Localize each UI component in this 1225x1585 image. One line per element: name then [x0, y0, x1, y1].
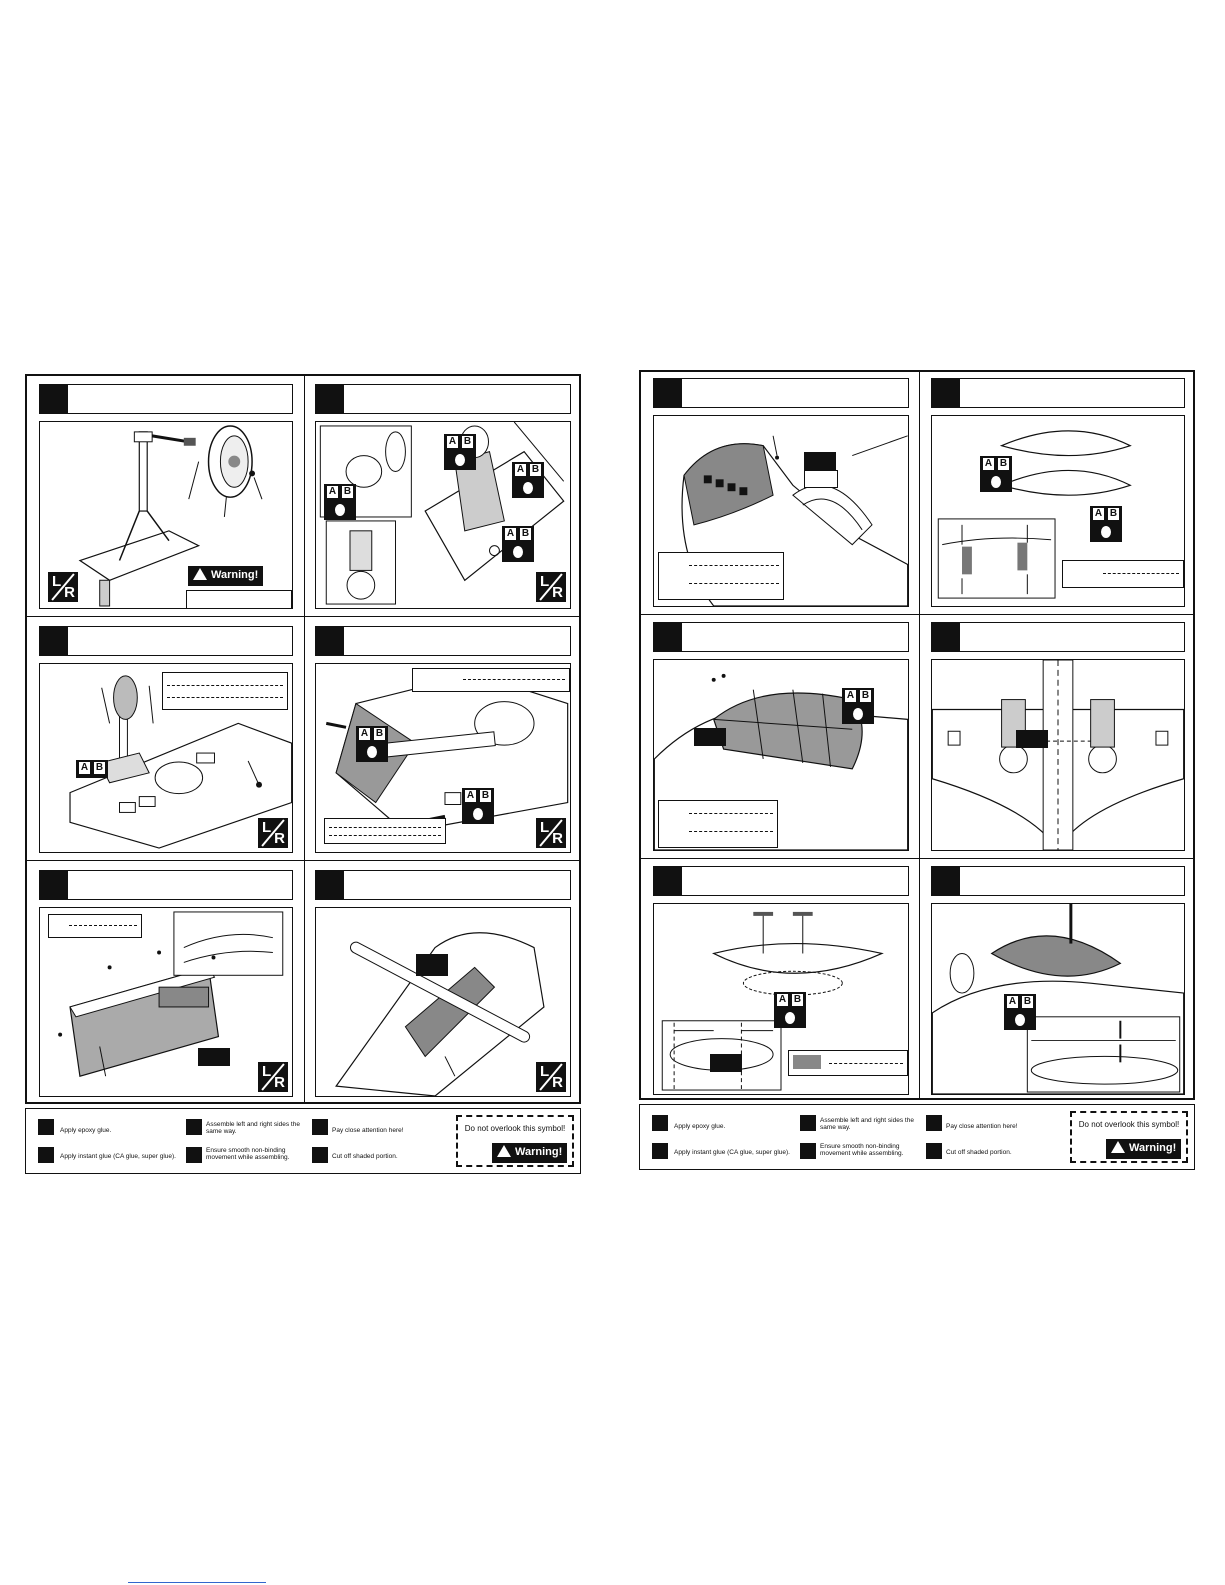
step-header-bar — [315, 384, 571, 414]
ab-glue-icon — [652, 1115, 668, 1131]
step-header-bar — [315, 870, 571, 900]
step-header-bar — [39, 626, 293, 656]
symbol-legend: Apply epoxy glue. Apply instant glue (CA… — [639, 1104, 1195, 1170]
cut-shaded-icon — [312, 1147, 328, 1163]
ca-glue-icon — [694, 728, 726, 746]
warning-badge: Warning! — [492, 1143, 568, 1163]
cut-shaded-icon — [926, 1143, 942, 1159]
ab-glue-icon — [38, 1119, 54, 1135]
step-header-bar — [39, 384, 293, 414]
step-header-bar — [931, 378, 1185, 408]
step-header-bar — [931, 622, 1185, 652]
left-right-icon — [186, 1119, 202, 1135]
note-box — [804, 470, 838, 488]
overlook-symbol-note: Do not overlook this symbol! Warning! — [1070, 1111, 1188, 1163]
warning-badge: Warning! — [1106, 1139, 1182, 1159]
ca-glue-icon — [804, 452, 836, 470]
ca-glue-icon — [652, 1143, 668, 1159]
left-right-icon — [800, 1115, 816, 1131]
dowel-note-box — [412, 668, 570, 692]
pointing-hand-icon — [926, 1115, 942, 1131]
screw-note-box — [162, 672, 288, 710]
step-header-bar — [653, 866, 909, 896]
footer-link-underline — [128, 1582, 266, 1583]
warning-badge: Warning! — [188, 566, 264, 586]
tape-note-box — [1062, 560, 1184, 588]
screw-note-box — [48, 914, 142, 938]
ca-glue-icon — [710, 1054, 742, 1072]
smooth-movement-icon — [800, 1143, 816, 1159]
ca-glue-icon — [198, 1048, 230, 1066]
symbol-legend: Apply epoxy glue. Apply instant glue (CA… — [25, 1108, 581, 1174]
step-header-bar — [315, 626, 571, 656]
screw-note-box — [658, 800, 778, 848]
smooth-movement-icon — [186, 1147, 202, 1163]
part-note-box — [324, 818, 446, 844]
warning-triangle-icon — [193, 568, 207, 580]
ca-glue-icon — [38, 1147, 54, 1163]
landing-gear-alignment-diagram — [931, 659, 1185, 851]
pointing-hand-icon — [312, 1119, 328, 1135]
step-header-bar — [39, 870, 293, 900]
cockpit-front-diagram — [653, 415, 909, 607]
overlook-symbol-note: Do not overlook this symbol! Warning! — [456, 1115, 574, 1167]
ca-glue-icon — [1016, 730, 1048, 748]
screw-note-box — [658, 552, 784, 600]
ca-glue-icon — [416, 954, 448, 976]
warning-triangle-icon — [497, 1145, 511, 1157]
step-header-bar — [653, 622, 909, 652]
step-header-bar — [931, 866, 1185, 896]
cut-note-box — [788, 1050, 908, 1076]
step-header-bar — [653, 378, 909, 408]
warning-triangle-icon — [1111, 1141, 1125, 1153]
note-box — [186, 590, 292, 608]
